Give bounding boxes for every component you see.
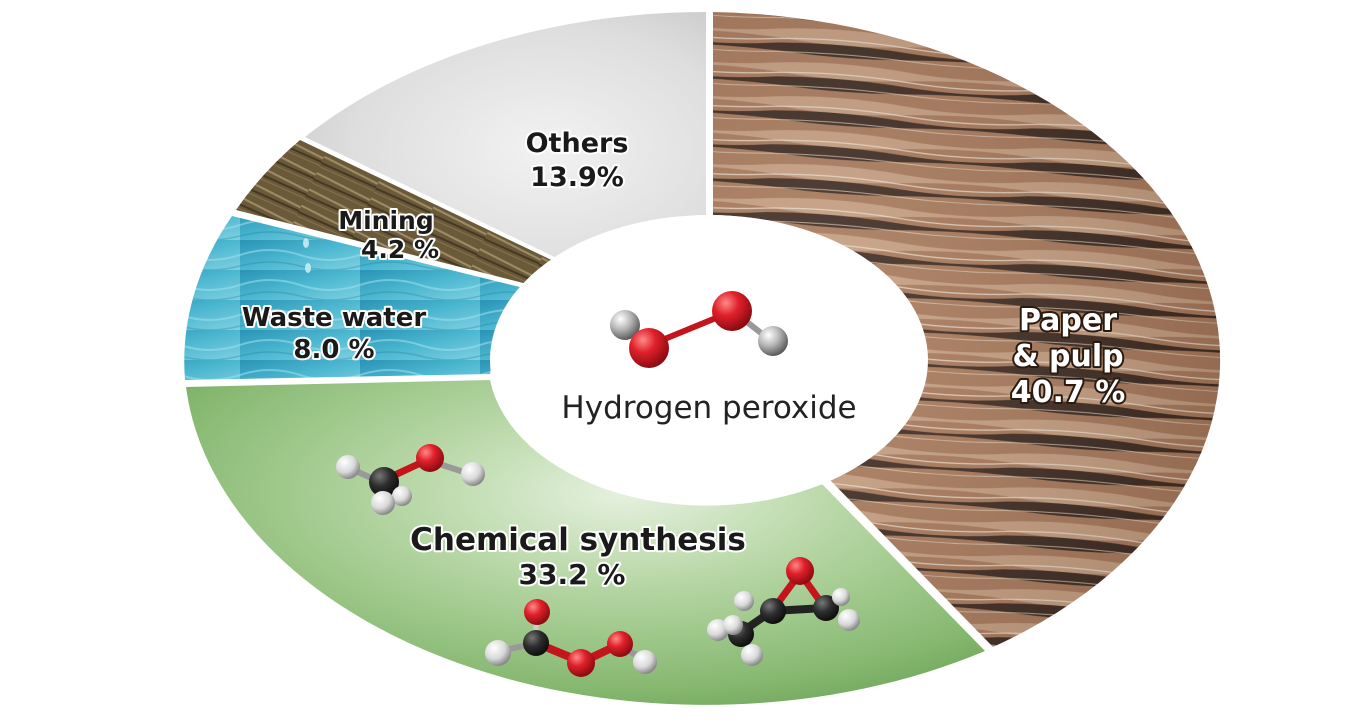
segment-mining bbox=[236, 140, 562, 288]
water-drop-icon bbox=[303, 238, 311, 273]
h2o2-molecule-icon bbox=[610, 291, 788, 368]
svg-text:Waste water: Waste water bbox=[242, 303, 427, 333]
label-chemical-synthesis: Chemical synthesis 33.2 % bbox=[408, 520, 748, 593]
center-hole bbox=[490, 215, 928, 505]
label-paper-pulp: Paper & pulp 40.7 % bbox=[1009, 301, 1128, 412]
center-label: Hydrogen peroxide bbox=[561, 390, 856, 426]
svg-text:Chemical synthesis: Chemical synthesis bbox=[410, 522, 746, 558]
label-waste-water: Waste water 8.0 % bbox=[240, 301, 429, 367]
peroxyformic-acid-molecule-icon bbox=[485, 599, 657, 677]
segment-others bbox=[305, 11, 706, 263]
svg-text:Others: Others bbox=[526, 128, 629, 159]
segment-paper-shade bbox=[713, 12, 1221, 647]
segment-chemical-synthesis bbox=[186, 380, 985, 705]
svg-text:Mining: Mining bbox=[338, 206, 434, 235]
svg-text:13.9%: 13.9% bbox=[530, 162, 624, 193]
svg-text:Paper: Paper bbox=[1019, 303, 1117, 338]
propylene-oxide-molecule-icon bbox=[707, 557, 860, 666]
svg-text:4.2 %: 4.2 % bbox=[361, 235, 439, 264]
label-others: Others 13.9% bbox=[524, 126, 631, 195]
svg-text:33.2 %: 33.2 % bbox=[519, 558, 626, 591]
methanol-molecule-icon bbox=[336, 444, 485, 515]
label-mining: Mining 4.2 % bbox=[336, 204, 441, 266]
svg-text:& pulp: & pulp bbox=[1012, 339, 1123, 374]
segment-waste-water bbox=[184, 216, 540, 380]
svg-text:8.0 %: 8.0 % bbox=[293, 335, 374, 365]
svg-text:40.7 %: 40.7 % bbox=[1011, 375, 1126, 410]
